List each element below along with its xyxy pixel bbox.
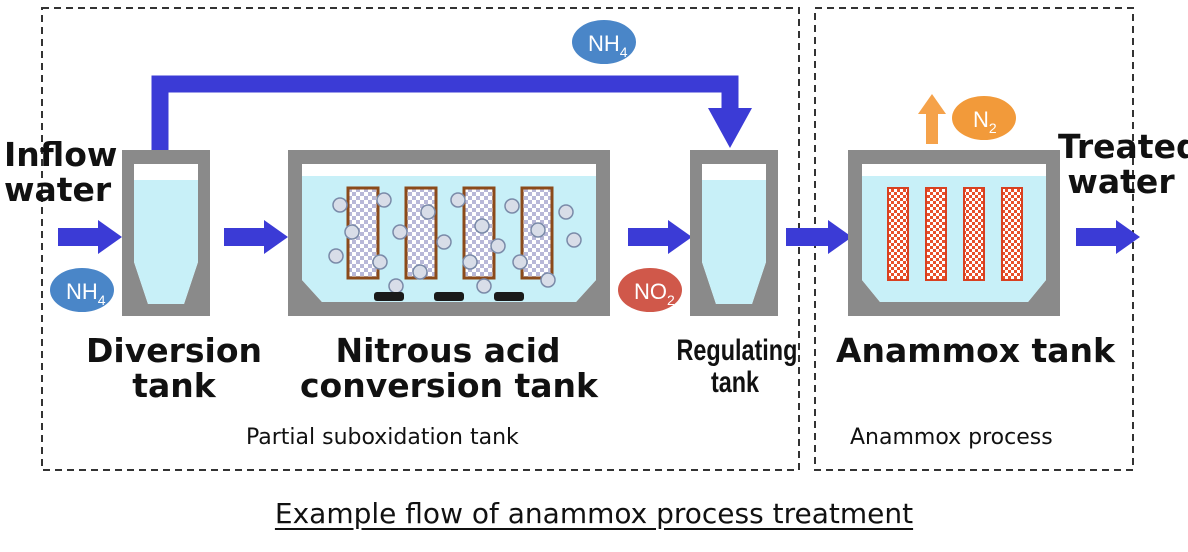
anammox-process-section-label: Anammox process [850, 425, 1053, 450]
anammox-tank-icon [848, 150, 1060, 316]
anammox-process-section-border [814, 7, 1134, 471]
diversion-tank-icon [122, 150, 210, 316]
diagram-caption: Example flow of anammox process treatmen… [274, 497, 914, 530]
n2-badge: N2 [952, 96, 1016, 140]
treated-water-label: Treated water [1058, 127, 1188, 201]
no2-badge: NO2 [618, 268, 682, 312]
anammox-media-icon [887, 187, 1023, 281]
air-bubbles-icon [328, 192, 582, 294]
treated-outflow-arrow [1076, 220, 1140, 254]
arrow-nitrous-to-regulating [628, 220, 692, 254]
n2-release-arrow [918, 94, 946, 144]
anammox-tank-label: Anammox tank [836, 331, 1116, 370]
regulating-tank-label: Regulating tank [676, 334, 798, 399]
arrow-diversion-to-nitrous [224, 220, 288, 254]
arrow-regulating-to-anammox [786, 220, 852, 254]
diversion-tank-label: Diversion tank [86, 331, 262, 405]
nitrous-acid-tank-label: Nitrous acid conversion tank [300, 331, 598, 405]
svg-text:N2: N2 [973, 107, 997, 136]
svg-text:NO2: NO2 [634, 279, 675, 308]
partial-suboxidation-section-label: Partial suboxidation tank [246, 425, 519, 450]
inflow-arrow [58, 220, 122, 254]
bypass-arrow [151, 75, 752, 152]
nh4-badge-top: NH4 [572, 20, 636, 64]
svg-text:NH4: NH4 [66, 279, 106, 308]
svg-text:NH4: NH4 [588, 31, 628, 60]
nh4-badge-inflow: NH4 [50, 268, 114, 312]
regulating-tank-icon [690, 150, 778, 316]
nitrous-acid-tank-icon [288, 150, 610, 316]
inflow-water-label: Inflow water [4, 135, 118, 209]
diffuser-icon [374, 292, 524, 301]
